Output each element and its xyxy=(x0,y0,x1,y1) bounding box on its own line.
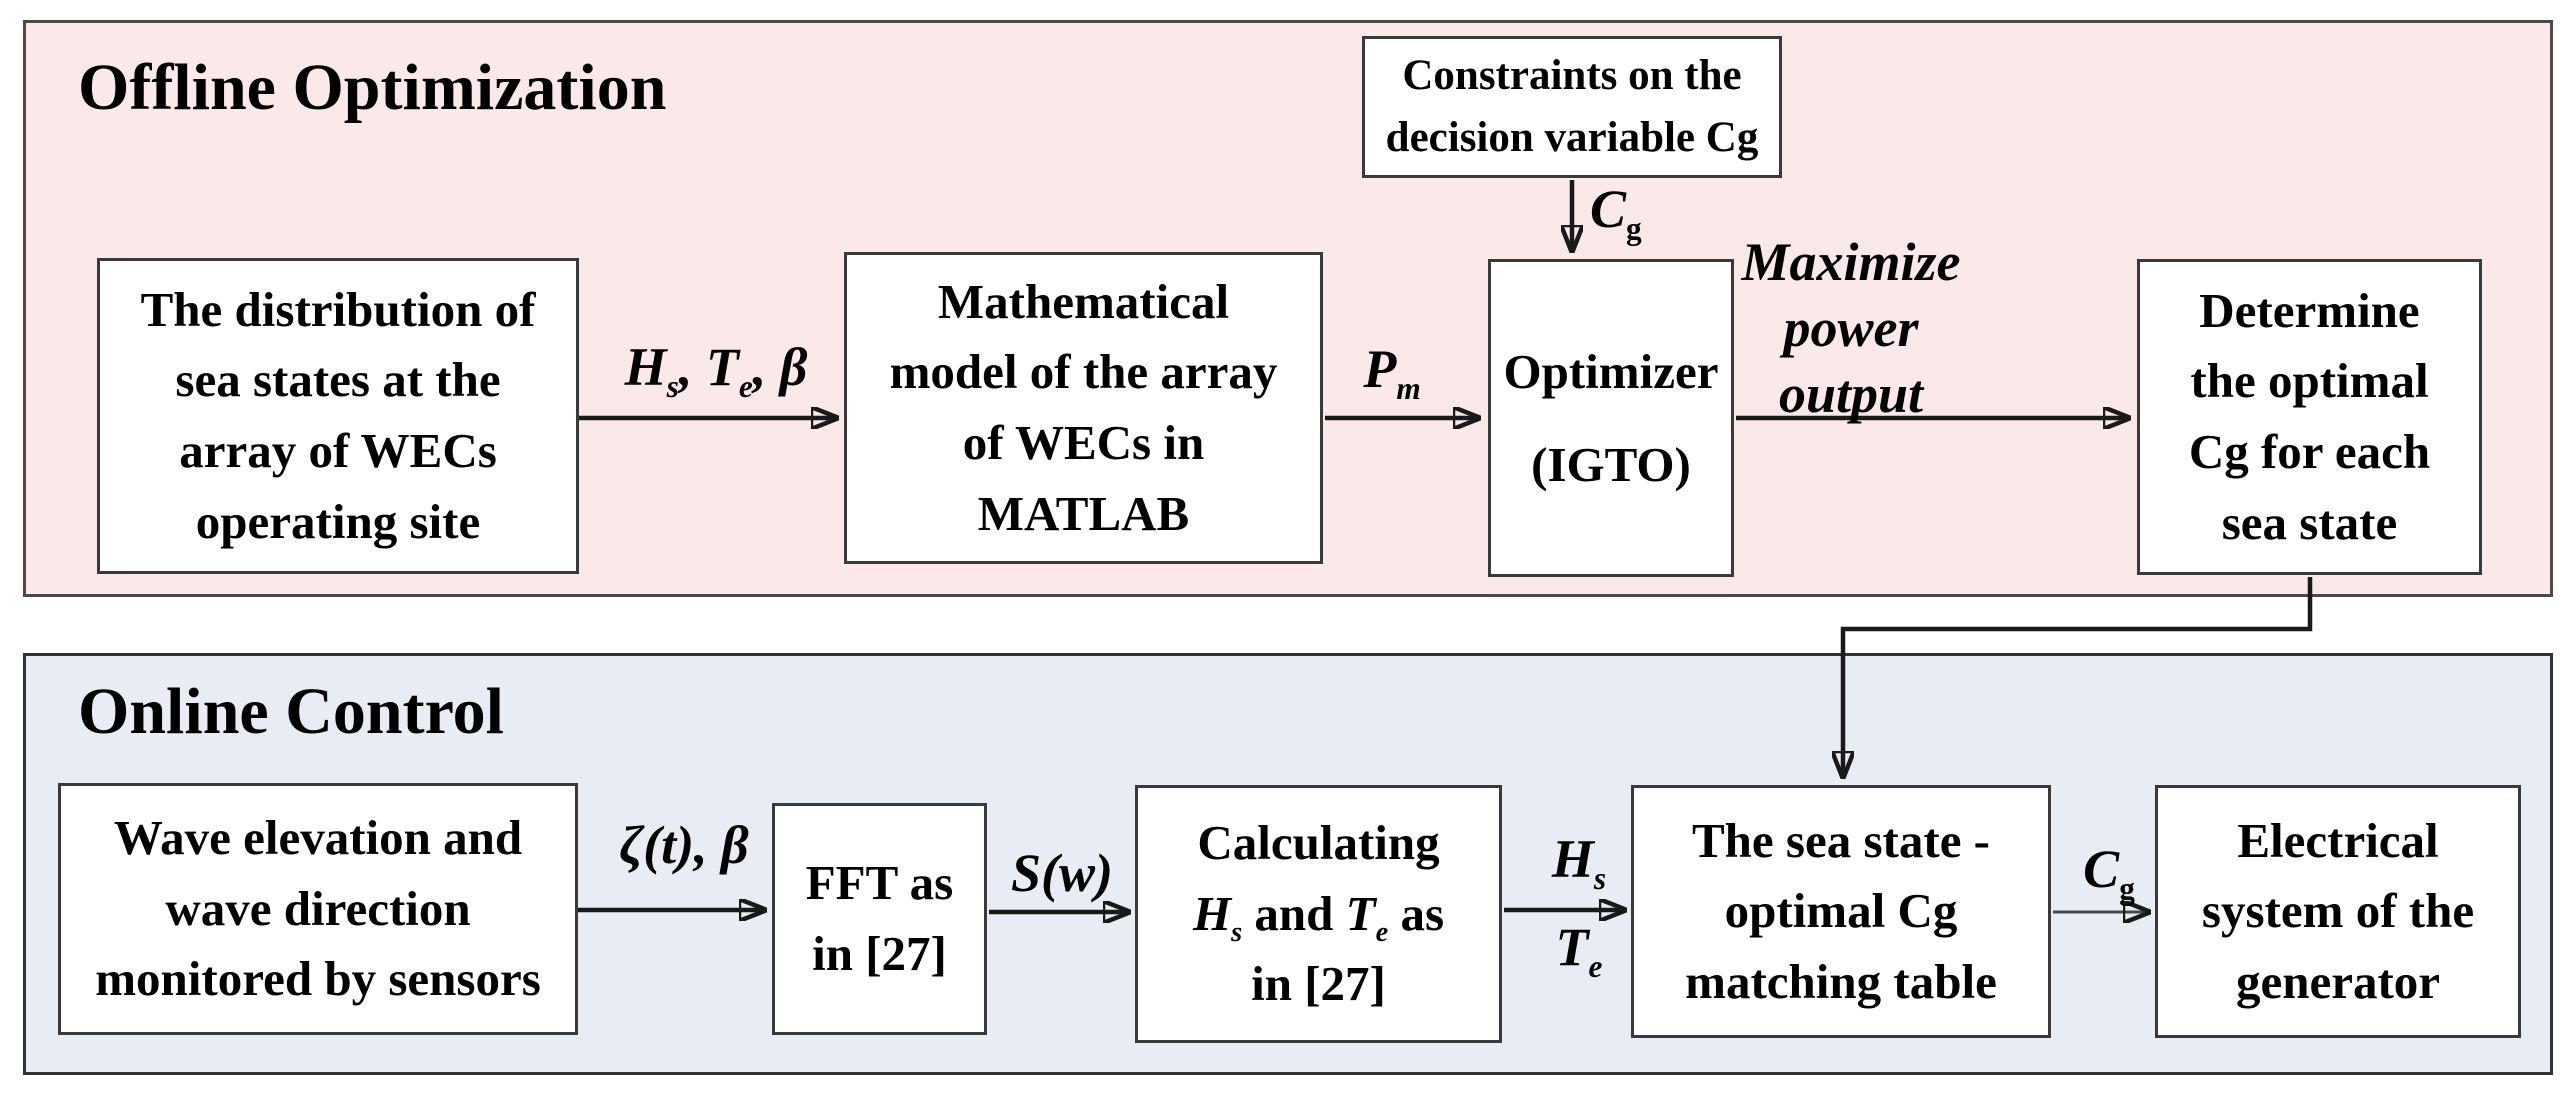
label-cg-input: Cg xyxy=(1590,179,1642,246)
offline-optimization-title: Offline Optimization xyxy=(78,51,667,124)
label-s-w: S(w) xyxy=(1010,843,1113,903)
box-fft: FFT as in [27] xyxy=(772,803,987,1035)
label-hs: Hs xyxy=(1551,829,1607,896)
label-zeta-t-beta: ζ(t), β xyxy=(619,815,749,875)
box-constraints-decision-variable: Constraints on the decision variable Cg xyxy=(1362,36,1782,178)
label-hs-te-beta: Hs, Te, β xyxy=(624,337,808,404)
label-maximize-power-output: Maximize power output xyxy=(1741,232,1961,424)
box-wave-monitoring-sensors: Wave elevation and wave direction monito… xyxy=(58,783,578,1035)
label-pm: Pm xyxy=(1363,339,1421,406)
online-control-title: Online Control xyxy=(78,675,505,748)
box-determine-optimal-cg: Determine the optimal Cg for each sea st… xyxy=(2137,259,2482,575)
box-sea-state-cg-matching-table: The sea state - optimal Cg matching tabl… xyxy=(1631,785,2051,1038)
box-sea-states-distribution: The distribution of sea states at the ar… xyxy=(97,258,579,574)
label-cg-output: Cg xyxy=(2083,839,2135,906)
box-mathematical-model: Mathematical model of the array of WECs … xyxy=(844,252,1323,564)
box-electrical-system-generator: Electrical system of the generator xyxy=(2155,785,2521,1038)
label-te: Te xyxy=(1555,917,1603,984)
box-optimizer-igto: Optimizer (IGTO) xyxy=(1488,259,1734,577)
